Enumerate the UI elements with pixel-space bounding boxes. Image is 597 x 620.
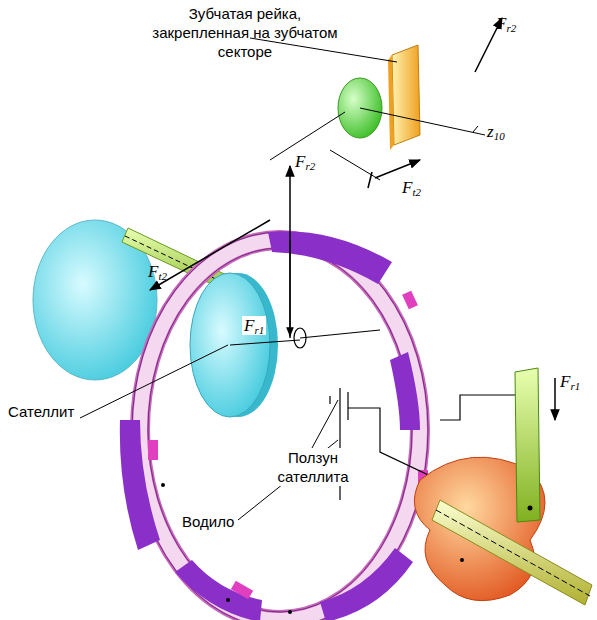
part-label: Сателлит — [8, 402, 74, 421]
part-label: Ползун сателлита — [268, 448, 358, 486]
part-label: Водило — [182, 512, 234, 531]
force-label: Fr1 — [560, 372, 580, 391]
force-label: Fr1 — [242, 316, 266, 335]
force-label: Fr2 — [496, 14, 516, 33]
force-label: Fr2 — [295, 152, 315, 171]
part-label: Зубчатая рейка, закрепленная на зубчатом… — [140, 4, 350, 61]
force-label: Ft2 — [402, 178, 421, 197]
gear-label: z10 — [487, 122, 505, 141]
force-label: Ft2 — [148, 262, 167, 281]
